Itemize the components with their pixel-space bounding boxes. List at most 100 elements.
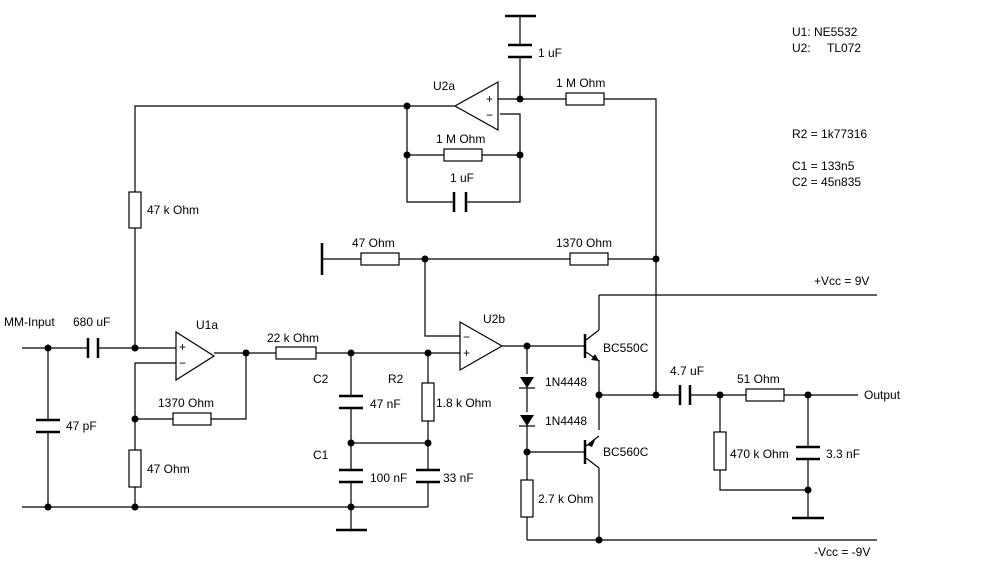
u2b-minus-sign: − bbox=[463, 330, 470, 344]
junction bbox=[347, 503, 355, 511]
junction bbox=[403, 151, 411, 159]
note-u2-label: U2: bbox=[792, 41, 811, 55]
value-c-in: 680 uF bbox=[73, 315, 110, 329]
signal-labels: MM-Input Output +Vcc = 9V -Vcc = -9V U1a… bbox=[4, 79, 901, 559]
junction bbox=[804, 486, 812, 494]
value-d1: 1N4448 bbox=[545, 375, 587, 389]
cap-4-7uf bbox=[678, 385, 692, 405]
label-mm-input: MM-Input bbox=[4, 315, 55, 329]
opamps bbox=[175, 80, 504, 382]
note-r2: R2 = 1k77316 bbox=[792, 127, 867, 141]
junction bbox=[595, 391, 603, 399]
value-r-fb-top: 47 k Ohm bbox=[147, 203, 199, 217]
label-u2a: U2a bbox=[433, 79, 455, 93]
label-c1-name: C1 bbox=[313, 448, 329, 462]
res-1m-fb bbox=[443, 148, 483, 162]
value-r-out: 51 Ohm bbox=[737, 372, 780, 386]
res-470k bbox=[713, 431, 727, 471]
label-u2b: U2b bbox=[483, 312, 505, 326]
res-47-u1 bbox=[128, 449, 142, 488]
value-r-u1-gnd: 47 Ohm bbox=[147, 462, 190, 476]
junction bbox=[595, 536, 603, 544]
diode-1n4448-2 bbox=[520, 415, 534, 426]
diode-1n4448-1 bbox=[520, 377, 534, 388]
u2b-plus-sign: + bbox=[463, 346, 470, 360]
u1a-plus-sign: + bbox=[179, 340, 186, 354]
junction bbox=[652, 255, 660, 263]
res-1370-u1 bbox=[172, 412, 212, 426]
value-r-1370-mid: 1370 Ohm bbox=[556, 236, 612, 250]
value-d2: 1N4448 bbox=[545, 414, 587, 428]
value-c2: 47 nF bbox=[370, 397, 401, 411]
cap-3-3nf bbox=[796, 445, 820, 461]
junction bbox=[516, 151, 524, 159]
notes: U1: NE5532 U2: TL072 R2 = 1k77316 C1 = 1… bbox=[792, 25, 867, 189]
value-c-33n: 33 nF bbox=[443, 471, 474, 485]
value-r-u2a-fb: 1 M Ohm bbox=[436, 132, 485, 146]
junction bbox=[347, 349, 355, 357]
cap-1uf-top bbox=[508, 43, 532, 59]
res-1370-mid bbox=[569, 252, 609, 266]
note-u2-value: TL072 bbox=[827, 41, 861, 55]
u2a-plus-sign: + bbox=[486, 92, 493, 106]
res-1m-in bbox=[565, 92, 605, 106]
res-1-8k bbox=[421, 382, 435, 422]
wire-output-shunt bbox=[719, 395, 809, 518]
cap-47pf bbox=[36, 418, 60, 434]
transistor-bc560c-legs bbox=[585, 435, 600, 469]
value-c-out: 4.7 uF bbox=[670, 364, 704, 378]
junction bbox=[716, 391, 724, 399]
value-r-u1-fb: 1370 Ohm bbox=[158, 396, 214, 410]
res-47-mid bbox=[360, 252, 400, 266]
label-r2-name: R2 bbox=[388, 372, 404, 386]
opamp-u2a bbox=[453, 80, 499, 132]
capacitors bbox=[36, 43, 820, 484]
value-r-u2a-in: 1 M Ohm bbox=[556, 76, 605, 90]
junction bbox=[347, 439, 355, 447]
cap-33nf bbox=[416, 468, 440, 484]
note-c2: C2 = 45n835 bbox=[792, 175, 861, 189]
note-u1: U1: NE5532 bbox=[792, 25, 858, 39]
cap-c2 bbox=[339, 394, 363, 410]
junction bbox=[131, 415, 139, 423]
junction bbox=[421, 255, 429, 263]
junction bbox=[424, 439, 432, 447]
value-r-bias: 2.7 k Ohm bbox=[538, 492, 593, 506]
label-output: Output bbox=[864, 388, 901, 402]
junction bbox=[523, 448, 531, 456]
value-r-1-8k: 1.8 k Ohm bbox=[436, 396, 491, 410]
res-22k bbox=[275, 346, 317, 360]
value-c-in-shunt: 47 pF bbox=[66, 419, 97, 433]
junction bbox=[131, 344, 139, 352]
transistor-bc550c-arrow bbox=[591, 354, 599, 361]
junction bbox=[403, 102, 411, 110]
cap-1uf-u2a bbox=[452, 192, 468, 212]
junction bbox=[516, 95, 524, 103]
value-c-u2a-fb: 1 uF bbox=[450, 171, 474, 185]
junctions bbox=[44, 95, 812, 544]
junction bbox=[424, 349, 432, 357]
component-values: 680 uF 47 pF 47 k Ohm 1370 Ohm 47 Ohm 22… bbox=[66, 46, 860, 506]
junction bbox=[523, 342, 531, 350]
u2a-minus-sign: − bbox=[486, 108, 493, 122]
transistor-bc560c-arrow bbox=[587, 440, 595, 447]
value-q-top: BC550C bbox=[603, 341, 649, 355]
value-r-47-mid: 47 Ohm bbox=[352, 236, 395, 250]
opamp-u2b bbox=[459, 320, 504, 372]
wire-u2b-feedback bbox=[322, 258, 656, 337]
cap-680uf bbox=[86, 338, 100, 358]
label-vcc-neg: -Vcc = -9V bbox=[814, 545, 870, 559]
value-c1: 100 nF bbox=[370, 471, 407, 485]
junction bbox=[652, 391, 660, 399]
value-c-out-shunt: 3.3 nF bbox=[826, 447, 860, 461]
ground-symbols bbox=[320, 14, 824, 532]
value-r-22k: 22 k Ohm bbox=[267, 331, 319, 345]
value-r-out-gnd: 470 k Ohm bbox=[730, 447, 789, 461]
resistors bbox=[128, 92, 785, 518]
junction bbox=[44, 503, 52, 511]
u1a-minus-sign: − bbox=[179, 356, 186, 370]
diodes bbox=[519, 377, 535, 427]
junction bbox=[131, 503, 139, 511]
label-vcc-pos: +Vcc = 9V bbox=[814, 274, 869, 288]
